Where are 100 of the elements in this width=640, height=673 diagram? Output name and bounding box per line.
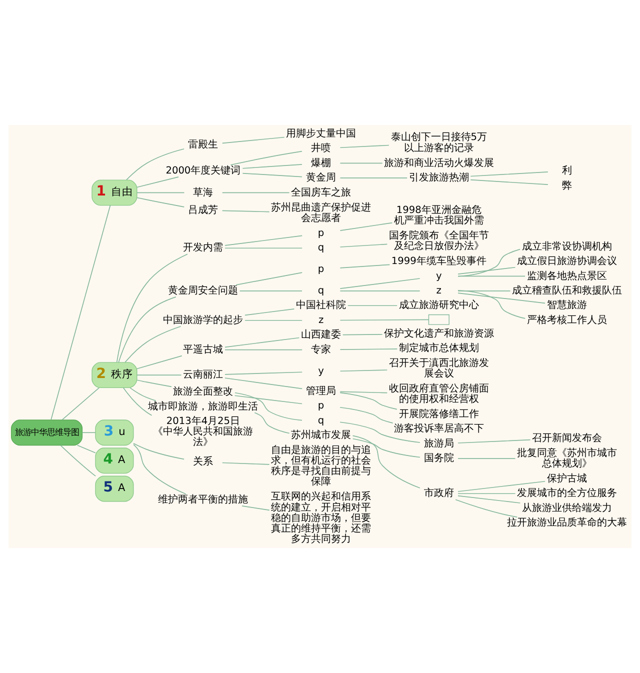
node-text: 山西建委: [301, 330, 342, 341]
node-text: 开发内需: [183, 242, 224, 254]
connector: [458, 480, 546, 492]
node-text: 成立旅游研究中心: [398, 300, 479, 312]
connector: [340, 222, 393, 232]
connector: [352, 438, 420, 458]
node-text: y: [318, 366, 324, 378]
node-text: 国务院: [424, 453, 454, 464]
node-text: 利: [562, 166, 572, 177]
node-text: 全国房车之旅: [291, 187, 352, 198]
connector: [222, 136, 285, 144]
node-text: 中国社科院: [296, 300, 346, 312]
connector: [340, 391, 388, 394]
connector: [340, 348, 398, 350]
connector: [224, 372, 303, 375]
connector: [458, 248, 520, 277]
node-text: z: [436, 286, 442, 296]
connector: [76, 444, 96, 454]
node-text: 互联网的兴起和信用系统的建立，开启相对平稳的自助游市场，但要真正的维持平衡，还需多方共同努力: [271, 492, 372, 545]
node-text: q: [318, 415, 324, 426]
connector: [50, 204, 111, 420]
connector: [224, 349, 303, 350]
connector: [136, 380, 172, 388]
connector: [352, 435, 420, 488]
connector: [470, 179, 548, 185]
node-text: 从旅游业供给端发力: [522, 502, 612, 514]
node-text: 井喷: [311, 143, 332, 154]
connector: [458, 292, 546, 304]
connector: [458, 290, 526, 319]
connector: [60, 444, 96, 476]
node-text: 泰山创下一日接待5万以上游客的记录: [390, 132, 488, 154]
node-text: 旅游局: [424, 438, 454, 450]
connector: [126, 148, 184, 180]
connector: [458, 458, 516, 459]
node-text: 成立假日旅游协调会议: [516, 256, 617, 268]
connector: [340, 264, 390, 268]
connector: [458, 276, 526, 277]
node-text: 旅游全面整改: [173, 386, 234, 398]
node-text: 中国旅游学的起步: [163, 314, 244, 326]
connector: [470, 172, 548, 177]
node-text: 严格考核工作人员: [526, 314, 607, 326]
connector: [340, 244, 388, 248]
node-text: 弊: [562, 180, 572, 192]
node-text: 召开关于滇西北旅游发展会议: [388, 358, 489, 380]
node-text: q: [318, 286, 324, 296]
connector: [136, 192, 185, 194]
node-text: q: [318, 242, 324, 254]
connector: [133, 443, 184, 460]
connector: [236, 272, 302, 286]
node-text: 2000年度关键词: [166, 166, 241, 177]
node-text: 收回政府直管公房铺面的使用权和经营权: [388, 383, 489, 405]
node-text: p: [318, 400, 324, 412]
connector: [342, 334, 383, 336]
node-text: 召开新闻发布会: [532, 432, 602, 444]
node-text: 保护文化遗产和旅游资源: [384, 328, 494, 340]
connector: [136, 176, 179, 188]
node-text: 黄金周安全问题: [168, 286, 238, 296]
node-box: 3 u: [95, 420, 134, 446]
connector: [222, 192, 290, 194]
connector: [244, 308, 295, 316]
node-text: 引发旅游热潮: [408, 172, 469, 184]
node-box: 1 自由: [92, 180, 138, 206]
connector: [340, 278, 420, 289]
node-box: 4 A: [95, 448, 134, 474]
node-text: 草海: [193, 187, 214, 198]
node-text: 监测各地热点景区: [526, 270, 607, 282]
connector: [116, 254, 188, 363]
connector: [133, 444, 186, 494]
node-text: y: [436, 270, 442, 282]
connector: [458, 439, 531, 444]
connector: [222, 210, 270, 212]
connector: [458, 493, 516, 494]
connector: [347, 305, 398, 306]
node-text: 黄金周: [306, 172, 336, 184]
connector: [244, 320, 302, 321]
connector: [458, 495, 521, 504]
node-text: 关系: [193, 456, 214, 468]
node-text: 苏州城市发展: [291, 430, 352, 442]
node-text: 2013年4月25日《中华人民共和国旅游法》: [153, 416, 254, 448]
connector: [224, 248, 303, 249]
connector: [224, 337, 300, 348]
connector: [340, 144, 390, 148]
node-text: 爆棚: [311, 158, 332, 169]
node-text: 成立稽查队伍和救援队伍: [512, 286, 622, 296]
connector: [234, 392, 302, 421]
node-text: 旅游和商业活动火爆发展: [384, 158, 494, 169]
connector: [340, 162, 383, 164]
node-text: 制定城市总体规划: [398, 343, 479, 354]
node-text: 成立非常设协调机构: [522, 241, 612, 252]
node-text: 保护古城: [546, 474, 587, 484]
node-text: 自由是旅游的目的与追求，但有机运行的社会秩序是寻找自由前提与保障: [271, 445, 372, 488]
connector: [230, 150, 302, 166]
connector: [242, 172, 302, 178]
connector: [136, 197, 185, 208]
connector: [455, 499, 518, 518]
node-text: 开展院落修缮工作: [398, 408, 479, 420]
connector: [340, 422, 420, 443]
node-box: 2 秩序: [92, 362, 138, 388]
connector: [234, 395, 302, 404]
connector: [458, 290, 511, 292]
